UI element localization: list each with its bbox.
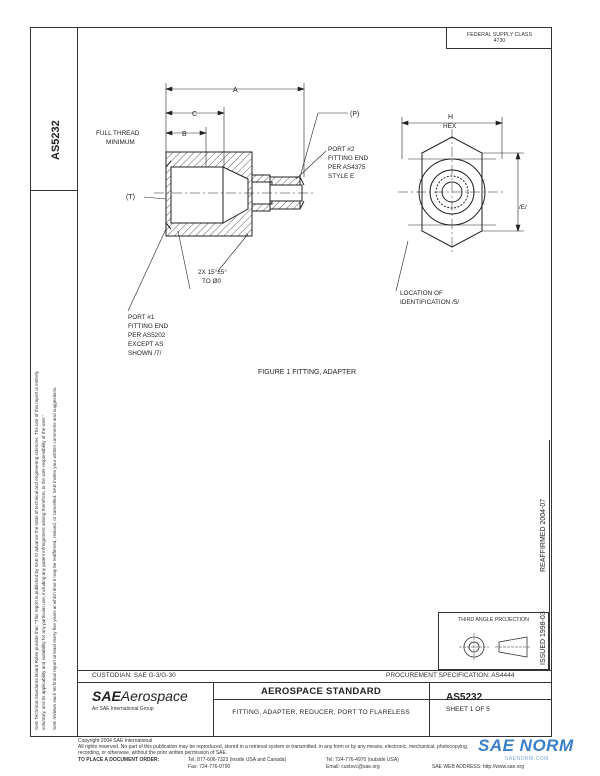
sae-logo-rest: Aerospace [120,688,188,704]
side-view-dimensions [127,83,348,312]
fitting-adapter-drawing: A C B (P) (T) FULL THREAD MINIMUM 2X 15°… [96,83,527,376]
third-angle-box: THIRD ANGLE PROJECTION [438,612,549,670]
left-column-divider [30,190,78,191]
sae-aerospace-logo: SAEAerospace [92,688,188,704]
port2-line-1: PORT #2 [328,146,355,153]
side-view [154,151,316,237]
fsc-label: FEDERAL SUPPLY CLASS [467,32,532,38]
footer-rights-2: recording, or otherwise, without the pri… [78,750,228,756]
custodian-text: CUSTODIAN: SAE G-3/G-30 [92,672,176,679]
full-thread-label: FULL THREAD [96,130,140,137]
port1-line-5: SHOWN /7/ [128,350,162,357]
disclaimer-line-1: SAE Technical Standards Board Rules prov… [34,371,39,730]
footer-tel-2: Tel: 724-776-4970 (outside USA) [326,757,399,763]
document-number: AS5232 [446,692,483,703]
side-document-number: AS5232 [50,120,62,160]
disclaimer-line-2: voluntary, and its applicability and sui… [41,414,46,730]
fsc-box: FEDERAL SUPPLY CLASS 4730 [446,27,552,49]
procurement-text: PROCUREMENT SPECIFICATION: AS4444 [386,672,515,679]
dim-a-label: A [233,87,238,94]
sheet-number: SHEET 1 OF 5 [446,706,490,713]
footer-email: Email: custsvc@sae.org [326,764,380,770]
title-block-top-line [78,682,552,683]
footer-fax: Fax: 724-776-0790 [188,764,231,770]
standard-title: AEROSPACE STANDARD [260,686,382,697]
dim-e-label: /E/ [519,204,527,211]
dim-b-label: B [182,131,187,138]
footer-order: TO PLACE A DOCUMENT ORDER: [78,757,160,763]
port1-line-3: PER AS5202 [128,332,166,339]
port1-line-4: EXCEPT AS [128,341,163,348]
title-block-divider-2 [429,682,430,737]
minimum-label: MINIMUM [106,139,135,146]
dim-c-label: C [192,111,197,118]
sae-norm-watermark: SAE NORM [478,736,574,756]
dim-t-label: (T) [126,194,135,201]
port1-line-1: PORT #1 [128,314,155,321]
footer-rights: All rights reserved. No part of this pub… [78,744,469,750]
location-id-line-2: IDENTIFICATION /5/ [400,299,459,306]
disclaimer-line-3: SAE reviews each technical report at lea… [52,386,57,730]
hex-dimensions [395,117,524,292]
port1-line-2: FITTING END [128,323,169,330]
sae-logo-sub: An SAE International Group [92,706,154,712]
custodian-top-line [78,670,552,671]
port2-line-3: PER AS4375 [328,164,366,171]
title-block-divider-1 [213,682,214,737]
watermark-text: SAE NORM [478,736,574,755]
figure-caption: FIGURE 1 FITTING, ADAPTER [258,369,356,376]
reaffirmed-date: REAFFIRMED 2004-07 [540,498,547,572]
footer-web: SAE WEB ADDRESS: http://www.sae.org [432,764,524,770]
dim-p-label: (P) [350,111,359,118]
document-description: FITTING, ADAPTER, REDUCER, PORT TO FLARE… [232,709,410,716]
third-angle-symbol-icon [459,633,531,661]
hex-label: HEX [443,123,457,130]
location-id-line-1: LOCATION OF [400,290,443,297]
dim-h-label: H [448,114,453,121]
footer-copyright: Copyright 2004 SAE International [78,738,153,744]
watermark-sub: SAENORM.COM [505,756,549,762]
drawing-frame [30,27,552,737]
right-column-divider [549,440,550,670]
chamfer-label: 2X 15°±5° [198,268,227,276]
hex-end-view [398,129,506,255]
fsc-code: 4730 [493,38,506,44]
footer-tel-1: Tel: 877-606-7323 (inside USA and Canada… [188,757,287,763]
port2-line-4: STYLE E [328,173,354,180]
title-block-mid-line [213,699,552,700]
left-margin-column [30,27,78,737]
chamfer-to-label: TO Ø0 [202,278,222,285]
port2-line-2: FITTING END [328,155,369,162]
third-angle-label: THIRD ANGLE PROJECTION [458,617,529,623]
sae-logo-bold: SAE [92,688,121,704]
